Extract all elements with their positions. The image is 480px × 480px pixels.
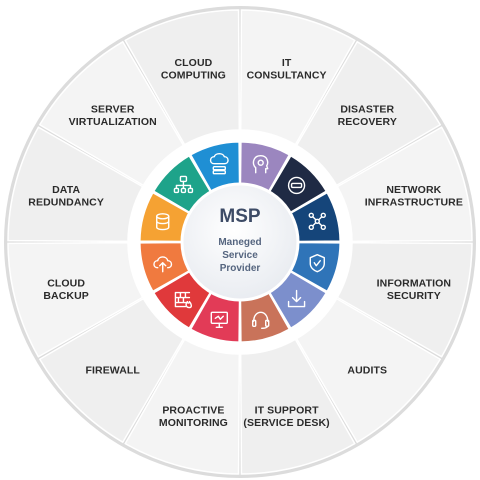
outer-label-line: VIRTUALIZATION [69,116,157,128]
outer-label-it-support: IT SUPPORT(SERVICE DESK) [243,405,329,430]
outer-label-line: AUDITS [347,364,387,376]
outer-label-line: INFRASTRUCTURE [365,197,463,209]
server-tree-icon [173,175,194,194]
outer-label-firewall: FIREWALL [85,364,140,376]
outer-label-line: PROACTIVE [162,405,224,417]
network-nodes-icon [308,212,326,230]
outer-label-line: REDUNDANCY [28,197,104,209]
outer-label-line: IT [282,57,292,69]
outer-label-line: CLOUD [174,57,212,69]
cloud-server-icon [209,153,229,175]
outer-label-audits: AUDITS [347,364,387,376]
outer-label-line: MONITORING [159,417,228,429]
outer-label-line: CONSULTANCY [247,69,327,81]
outer-label-line: DATA [52,184,80,196]
head-gear-icon [252,155,269,174]
outer-label-line: RECOVERY [338,116,397,128]
outer-label-line: SERVER [91,103,135,115]
center-subtitle-line-2: Service [222,250,258,261]
outer-label-line: IT SUPPORT [255,405,319,417]
database-icon [156,213,170,231]
recovery-drive-icon [287,176,306,195]
colored-service-ring [139,141,341,343]
service-icons [153,153,326,329]
download-tray-icon [287,289,306,308]
monitor-icon [210,311,228,328]
outer-label-line: NETWORK [386,184,441,196]
outer-label-line: CLOUD [47,277,85,289]
center-hub [180,182,300,302]
outer-label-line: SECURITY [387,290,441,302]
cloud-upload-icon [153,256,173,273]
shield-check-icon [309,254,325,273]
center-title: MSP [219,206,261,227]
outer-label-line: DISASTER [340,103,394,115]
outer-label-line: BACKUP [43,290,89,302]
outer-label-line: COMPUTING [161,69,226,81]
outer-label-line: FIREWALL [85,364,140,376]
outer-label-line: (SERVICE DESK) [243,417,329,429]
outer-label-line: INFORMATION [377,277,451,289]
center-subtitle-line-1: Maneged [218,237,261,248]
firewall-icon [174,291,193,309]
headset-icon [252,311,270,329]
center-subtitle-line-3: Provider [220,263,261,274]
